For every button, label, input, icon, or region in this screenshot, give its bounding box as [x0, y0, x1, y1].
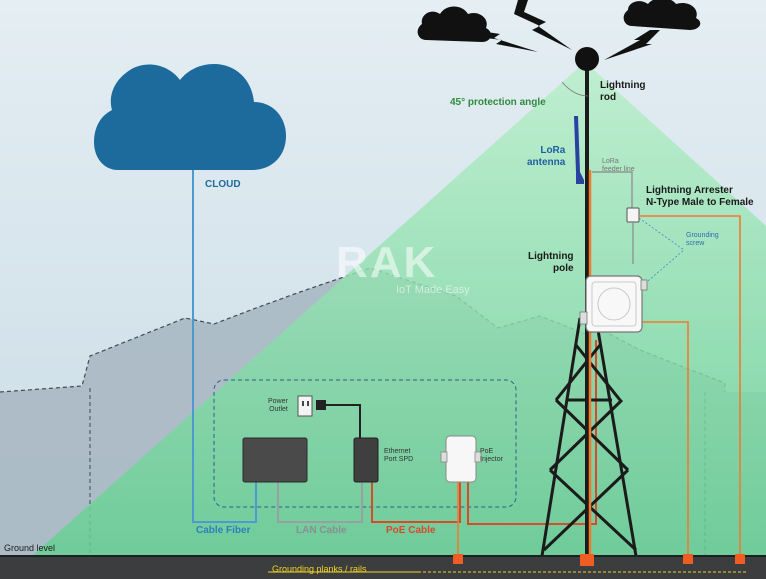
rak-watermark: RAK IoT Made Easy	[336, 238, 470, 296]
ground-level-label: Ground level	[4, 543, 56, 553]
poe-injector-label: PoE Injector	[480, 448, 503, 464]
router-device	[242, 437, 308, 483]
protection-angle-label: 45° protection angle	[450, 97, 546, 108]
power-cord	[326, 404, 361, 438]
lightning-rod-label: Lightning rod	[600, 80, 646, 103]
arrester-ground-wire	[639, 215, 741, 556]
grounding-stake-injector	[453, 554, 463, 564]
feeder-line	[592, 171, 633, 208]
grounding-planks-label: Grounding planks / rails	[272, 564, 367, 574]
protection-zone	[32, 62, 766, 556]
rak-watermark-brand: RAK	[336, 238, 438, 287]
ethernet-spd-label: Ethernet Port SPD	[384, 448, 414, 464]
grounding-stake-arrester	[735, 554, 745, 564]
lora-antenna-label: LoRa antenna	[527, 145, 566, 168]
lightning-pole-label: Lightning pole	[528, 251, 574, 274]
feeder-line-label: LoRa feeder line	[602, 158, 635, 174]
poe-cable-line-2	[467, 340, 597, 525]
lora-antenna-icon	[574, 116, 584, 184]
lightning-bolt-left-icon	[470, 30, 538, 52]
protection-angle-arc	[561, 81, 589, 97]
lan-cable-line	[277, 480, 363, 523]
lan-cable-label: LAN Cable	[296, 525, 347, 536]
lightning-bolt-top-icon	[514, 0, 572, 50]
lightning-rod-ball	[575, 47, 599, 71]
grounding-screw-pointer-2	[641, 249, 685, 287]
grounding-stake-pole	[580, 554, 594, 566]
lightning-bolt-right-icon	[604, 30, 660, 60]
cloud-icon	[94, 64, 286, 170]
storm-cloud-right-icon	[623, 0, 701, 30]
power-plug	[316, 400, 326, 410]
indoor-equipment-zone	[213, 379, 517, 508]
lightning-arrester-label: Lightning Arrester N-Type Male to Female	[646, 185, 754, 208]
grounding-screw-label: Grounding screw	[686, 232, 719, 248]
lora-gateway-device	[579, 275, 648, 333]
rak-watermark-tagline: IoT Made Easy	[396, 284, 470, 296]
ethernet-spd-device	[353, 437, 379, 483]
poe-cable-line-1	[371, 482, 461, 523]
poe-cable-label: PoE Cable	[386, 525, 436, 536]
fiber-cable-line	[192, 170, 257, 523]
power-outlet-icon	[297, 395, 313, 417]
gateway-ground-wire	[640, 321, 689, 556]
lightning-arrester-icon	[626, 207, 640, 223]
ground	[0, 556, 766, 579]
cloud-label: CLOUD	[205, 179, 241, 190]
poe-injector-device	[440, 435, 482, 483]
cable-fiber-label: Cable Fiber	[196, 525, 251, 536]
grounding-stake-gateway	[683, 554, 693, 564]
power-outlet-label: Power Outlet	[268, 398, 288, 414]
grounding-screw-pointer-1	[638, 217, 685, 251]
